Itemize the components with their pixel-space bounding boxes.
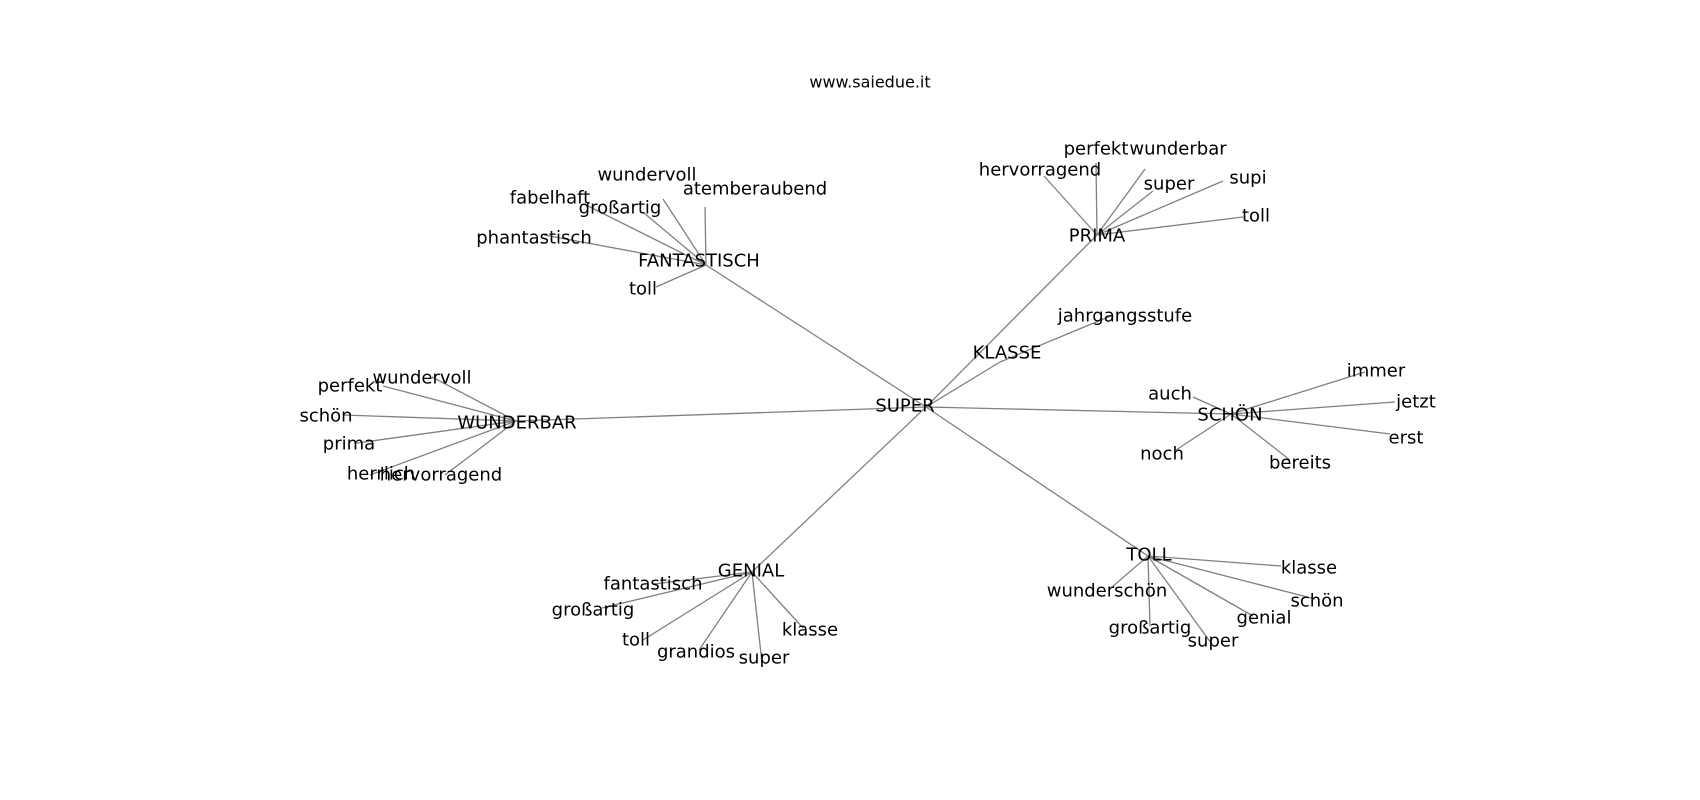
edge-super-wunderbar	[515, 406, 927, 422]
edge-fantastisch-fabelhaft	[583, 203, 707, 266]
edge-prima-supi	[1096, 180, 1224, 236]
node-leaf-toll-genial: genial	[1237, 608, 1292, 629]
node-leaf-genial-grossartig: großartig	[552, 600, 635, 621]
edge-klasse-jahrgangsstufe	[999, 314, 1114, 363]
edge-prima-perfekt	[1095, 162, 1098, 236]
edge-schoen-immer	[1230, 371, 1366, 415]
node-leaf-genial-toll: toll	[622, 630, 650, 651]
edge-wunderbar-prima	[356, 420, 517, 444]
node-leaf-genial-super: super	[739, 648, 790, 669]
edge-super-klasse	[925, 361, 1001, 408]
node-leaf-prima-hervorragend: hervorragend	[979, 160, 1101, 181]
node-leaf-fantastisch-grossartig: großartig	[579, 198, 662, 219]
node-leaf-wunderbar-hervorragend: hervorragend	[380, 465, 502, 486]
edge-prima-toll	[1096, 216, 1244, 236]
node-leaf-genial-fantastisch: fantastisch	[604, 574, 703, 595]
node-leaf-schoen-jetzt: jetzt	[1395, 392, 1436, 413]
edge-schoen-auch	[1192, 396, 1232, 415]
edge-toll-schoen	[1147, 555, 1316, 600]
edge-genial-fantastisch	[653, 571, 753, 585]
edge-schoen-noch	[1175, 413, 1232, 451]
edge-wunderbar-schoen	[342, 414, 517, 422]
node-leaf-schoen-auch: auch	[1148, 384, 1192, 405]
edge-toll-grossartig	[1147, 555, 1151, 627]
node-leaf-prima-toll: toll	[1242, 206, 1270, 227]
node-leaf-toll-schoen: schön	[1290, 591, 1343, 612]
node-leaf-toll-wunderschoen: wunderschön	[1047, 581, 1168, 602]
node-leaf-toll-super: super	[1188, 631, 1239, 652]
node-hub-fantastisch: FANTASTISCH	[638, 251, 760, 272]
edge-fantastisch-grossartig	[643, 212, 707, 266]
node-leaf-wunderbar-wundervoll: wundervoll	[372, 368, 471, 389]
edge-toll-genial	[1147, 555, 1254, 617]
node-leaf-wunderbar-herrlich: herrlich	[347, 464, 415, 485]
diagram-title: www.saiedue.it	[809, 73, 930, 92]
node-hub-wunderbar: WUNDERBAR	[457, 413, 576, 434]
node-leaf-schoen-noch: noch	[1140, 444, 1184, 465]
edge-wunderbar-perfekt	[382, 385, 517, 422]
edge-toll-klasse	[1147, 555, 1282, 567]
node-leaf-wunderbar-schoen: schön	[299, 406, 352, 427]
edge-schoen-jetzt	[1230, 401, 1396, 415]
edge-super-schoen	[925, 406, 1232, 415]
edge-prima-super	[1096, 190, 1154, 236]
edge-genial-grossartig	[601, 571, 753, 609]
edge-toll-super	[1147, 555, 1212, 644]
node-leaf-wunderbar-perfekt: perfekt	[318, 376, 383, 397]
edges	[342, 162, 1396, 664]
edge-genial-klasse	[751, 571, 804, 629]
node-hub-prima: PRIMA	[1069, 226, 1126, 247]
edge-schoen-erst	[1230, 413, 1391, 435]
node-leaf-fantastisch-fabelhaft: fabelhaft	[510, 188, 590, 209]
edge-wunderbar-herrlich	[369, 420, 517, 476]
edge-super-prima	[925, 234, 1098, 408]
node-leaf-fantastisch-toll: toll	[629, 279, 657, 300]
edge-fantastisch-wundervoll	[662, 198, 707, 266]
edge-genial-super	[751, 571, 763, 664]
edge-fantastisch-atemberaubend	[704, 206, 707, 266]
edge-super-toll	[925, 406, 1149, 557]
node-labels: SUPERFANTASTISCHwundervollatemberaubendf…	[299, 139, 1435, 669]
edge-wunderbar-wundervoll	[431, 376, 517, 422]
node-leaf-genial-grandios: grandios	[657, 642, 735, 663]
node-hub-toll: TOLL	[1125, 545, 1171, 566]
edge-super-fantastisch	[705, 264, 927, 408]
node-leaf-toll-klasse: klasse	[1281, 558, 1337, 579]
edge-prima-wunderbar	[1096, 168, 1146, 236]
node-leaf-schoen-bereits: bereits	[1269, 453, 1331, 474]
node-leaf-klasse-jahrgangsstufe: jahrgangsstufe	[1057, 306, 1192, 327]
node-leaf-fantastisch-wundervoll: wundervoll	[597, 165, 696, 186]
node-leaf-prima-supi: supi	[1229, 168, 1266, 189]
node-leaf-prima-super: super	[1144, 174, 1195, 195]
edge-genial-toll	[642, 571, 753, 641]
edge-genial-grandios	[698, 571, 753, 651]
node-hub-genial: GENIAL	[718, 561, 784, 582]
edge-schoen-bereits	[1230, 413, 1291, 461]
edge-prima-hervorragend	[1043, 175, 1098, 236]
node-leaf-prima-perfekt: perfekt	[1064, 139, 1129, 160]
edge-super-genial	[751, 406, 927, 573]
node-leaf-schoen-erst: erst	[1389, 428, 1424, 449]
edge-wunderbar-hervorragend	[444, 420, 517, 476]
node-leaf-wunderbar-prima: prima	[323, 434, 375, 455]
node-leaf-fantastisch-atemberaubend: atemberaubend	[683, 179, 827, 200]
node-leaf-toll-grossartig: großartig	[1109, 618, 1192, 639]
edge-fantastisch-phantastisch	[543, 234, 707, 266]
node-leaf-prima-wunderbar: wunderbar	[1129, 139, 1227, 160]
edge-fantastisch-toll	[655, 264, 707, 288]
node-leaf-genial-klasse: klasse	[782, 620, 838, 641]
node-hub-schoen: SCHÖN	[1197, 404, 1262, 426]
node-hub-klasse: KLASSE	[973, 343, 1042, 364]
edge-toll-wunderschoen	[1111, 555, 1149, 588]
node-root-super: SUPER	[875, 396, 934, 417]
node-leaf-fantastisch-phantastisch: phantastisch	[476, 228, 591, 249]
node-leaf-schoen-immer: immer	[1347, 361, 1406, 382]
